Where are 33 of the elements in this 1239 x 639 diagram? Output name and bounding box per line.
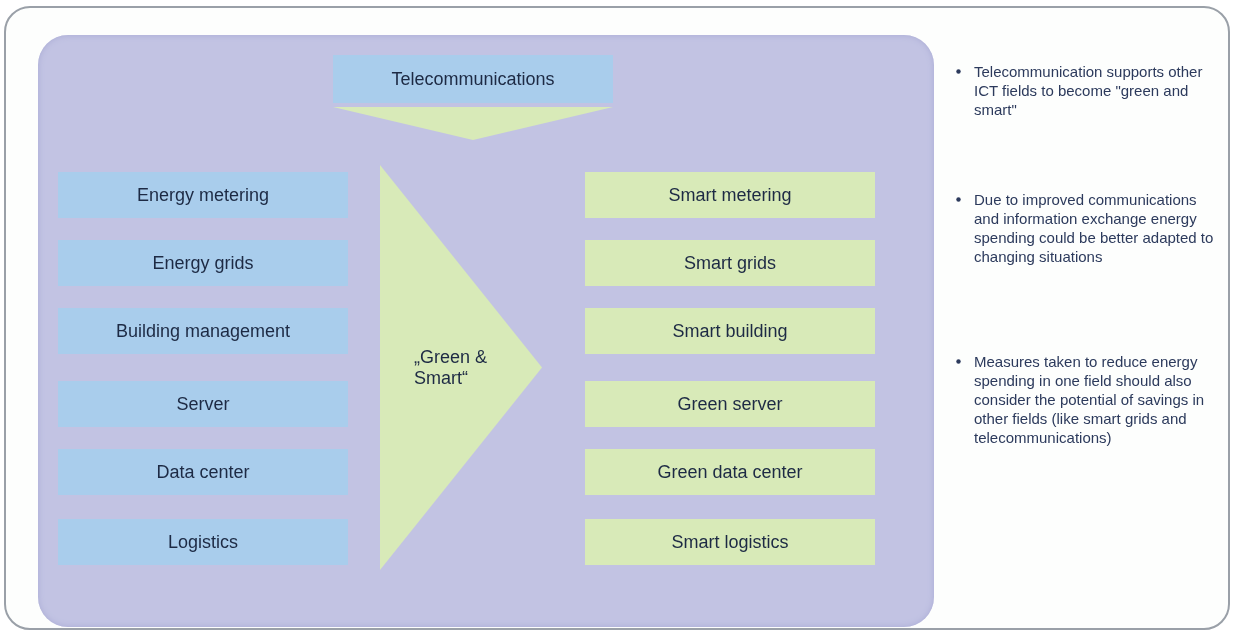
node-text: Smart metering (668, 184, 792, 206)
node-text: Energy grids (152, 252, 254, 274)
smart-field-box (585, 172, 875, 218)
node-text: „Green & Smart“ (414, 346, 489, 389)
node-text: Building management (115, 320, 291, 342)
smart-field-box (585, 381, 875, 427)
field-box (58, 308, 348, 354)
panel-background (38, 35, 934, 627)
field-box (333, 55, 613, 103)
node-text: Smart grids (684, 252, 776, 274)
node-text: Green server (677, 393, 783, 415)
field-box (58, 381, 348, 427)
field-box (58, 240, 348, 286)
smart-field-box (585, 240, 875, 286)
chevron-arrow (333, 107, 613, 140)
smart-field-box (585, 519, 875, 565)
field-box (58, 519, 348, 565)
node-text: Smart logistics (671, 531, 789, 553)
bullet-note: Due to improved communications and information exchange energy spending could be better adapted to changing situations (974, 190, 1215, 266)
node-text: Energy metering (136, 184, 270, 206)
field-box (58, 449, 348, 495)
node-text: Smart building (672, 320, 788, 342)
node-text: Data center (156, 461, 250, 483)
bullet-note: Telecommunication supports other ICT fields to become "green and smart" (974, 62, 1204, 119)
node-text: Logistics (168, 531, 238, 553)
triangle-shape (380, 165, 542, 570)
field-box (58, 172, 348, 218)
smart-field-box (585, 449, 875, 495)
node-text: Green data center (657, 461, 803, 483)
bullet-note: Measures taken to reduce energy spending in one field should also consider the potential of savings in other fields (like smart grids and telecommunications) (974, 352, 1206, 447)
smart-field-box (585, 308, 875, 354)
node-text: Telecommunications (391, 68, 555, 90)
node-text: Server (176, 393, 230, 415)
